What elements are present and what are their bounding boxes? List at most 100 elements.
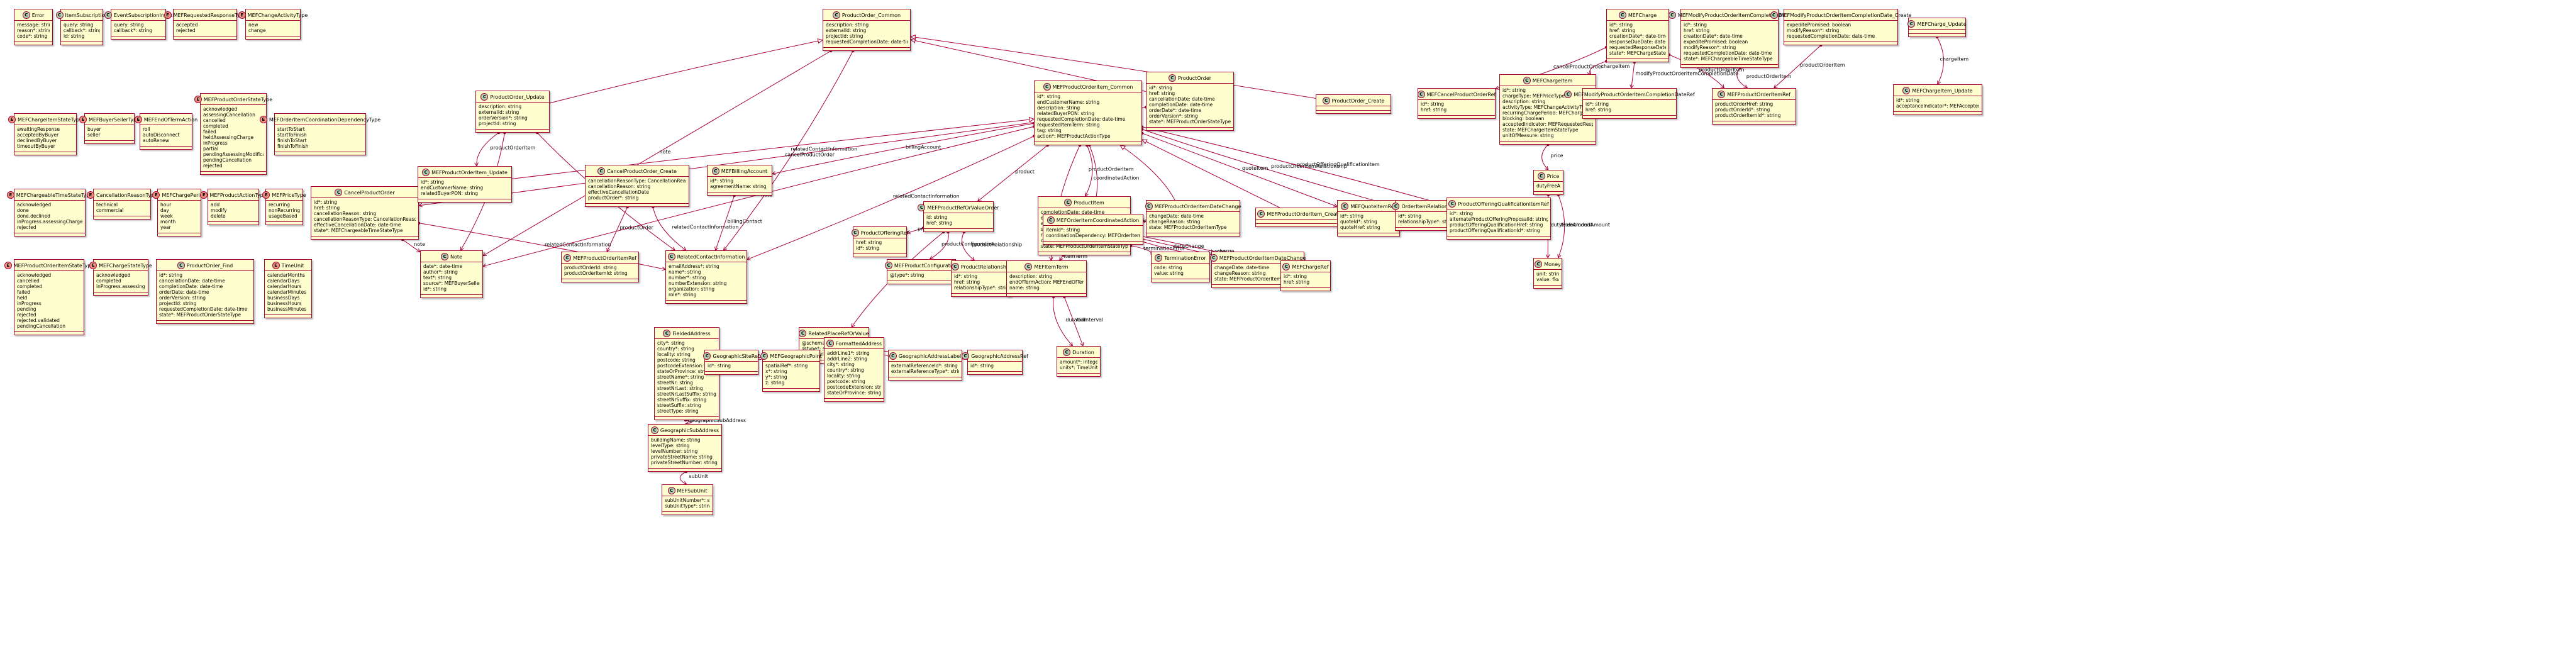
class-stereotype-icon: C — [1392, 203, 1400, 210]
class-methods — [208, 221, 258, 225]
edge-line — [930, 231, 949, 260]
association-arrowhead — [747, 256, 752, 260]
edge-line — [482, 50, 831, 256]
class-methods — [94, 292, 148, 295]
class-attributes: id*: string — [968, 362, 1022, 371]
class-stereotype-icon: C — [1770, 11, 1778, 19]
edge-line — [1141, 129, 1396, 207]
class-attribute: acceptanceIndicator*: MEFAcceptedRespons… — [1896, 103, 1979, 109]
class-stereotype-icon: C — [1417, 91, 1425, 98]
edge-label: chargeItem — [1601, 64, 1630, 69]
class-attribute: new — [248, 22, 258, 28]
class-attribute: recurringChargePeriod: MEFChargePeriod — [1502, 110, 1593, 116]
class-attribute: endCustomerName: string — [421, 185, 484, 191]
class-name: MEFProductOrderItemDateChange — [1219, 255, 1306, 261]
class-attribute: streetNrLastSuffix: string — [657, 391, 716, 397]
class-methods — [1909, 33, 1965, 36]
class-attributes: dutyFreeAmount — [1534, 182, 1563, 191]
class-name: ProductOfferingQualificationItemRef — [1458, 201, 1549, 207]
class-attribute: modify — [211, 208, 227, 213]
class-attribute: externalReferenceId*: string — [891, 363, 958, 369]
class-methods — [14, 331, 84, 335]
class-attribute: href: string — [926, 220, 953, 226]
class-attribute: callback*: string — [114, 28, 152, 33]
enum-stereotype-icon: E — [86, 191, 94, 199]
class-name: MEFProductOrderItemDateChange — [1154, 203, 1241, 209]
class-methods — [655, 416, 719, 420]
class-methods — [1583, 115, 1676, 118]
association-edge: taxIncludedAmount — [1557, 193, 1610, 259]
class-attribute: pendingCancellation — [17, 323, 65, 329]
class-attribute: acknowledged — [17, 272, 52, 278]
class-attribute: endOfTermAction: MEFEndOfTermAction — [1009, 279, 1084, 285]
edge-line — [1589, 61, 1607, 75]
class-attribute: href: string — [1609, 28, 1636, 33]
class-stereotype-icon: C — [711, 167, 719, 175]
class-attribute: cancellationReason: string — [588, 184, 651, 189]
enum-stereotype-icon: E — [259, 116, 267, 123]
class-name: MEFQuoteItemRef — [1350, 203, 1396, 209]
class-methods — [1316, 110, 1391, 113]
class-attribute: externalId: string — [479, 109, 519, 115]
class-attribute: timeoutByBuyer — [17, 143, 55, 149]
edge-label: productOrderItem — [491, 145, 536, 151]
class-name: MEFChargeableTimeStateType — [16, 192, 93, 198]
class-stereotype-icon: C — [104, 11, 112, 19]
class-methods — [1281, 287, 1330, 291]
class-name: MEFModifyProductOrderItemCompletionDate — [1677, 12, 1791, 18]
class-attribute: id*: string — [710, 178, 734, 184]
inheritance-arrowhead — [1141, 139, 1148, 145]
association-edge: productOrderItem — [1736, 66, 1792, 89]
class-name: MEFEndOfTermAction — [143, 116, 198, 123]
class-attribute: changeDate: date-time — [1214, 265, 1270, 270]
edge-line — [715, 195, 735, 251]
class-attribute: requestedResponseDate: date-time — [1609, 45, 1666, 50]
class-attribute: href: string — [314, 205, 340, 211]
class-stereotype-icon: C — [1168, 74, 1176, 82]
edge-label: note — [414, 242, 425, 247]
class-stereotype-icon: C — [1535, 260, 1543, 268]
class-attribute: id*: string — [1684, 22, 1707, 28]
edge-line — [482, 126, 1035, 267]
class-methods — [887, 281, 955, 284]
class-stereotype-icon: C — [422, 169, 430, 176]
edge-line — [402, 239, 421, 253]
class-methods — [968, 371, 1022, 374]
class-name: CancellationReasonType — [96, 192, 158, 198]
class-methods — [763, 388, 819, 391]
class-name: Money — [1544, 261, 1561, 267]
class-methods — [586, 203, 689, 206]
edge-label: productOrder — [619, 225, 653, 231]
class-stereotype-icon: C — [799, 330, 807, 337]
association-edge: chargeItem — [1935, 35, 1968, 85]
class-name: EventSubscriptionInput — [113, 12, 173, 18]
class-attribute: id*: string — [1421, 101, 1445, 107]
